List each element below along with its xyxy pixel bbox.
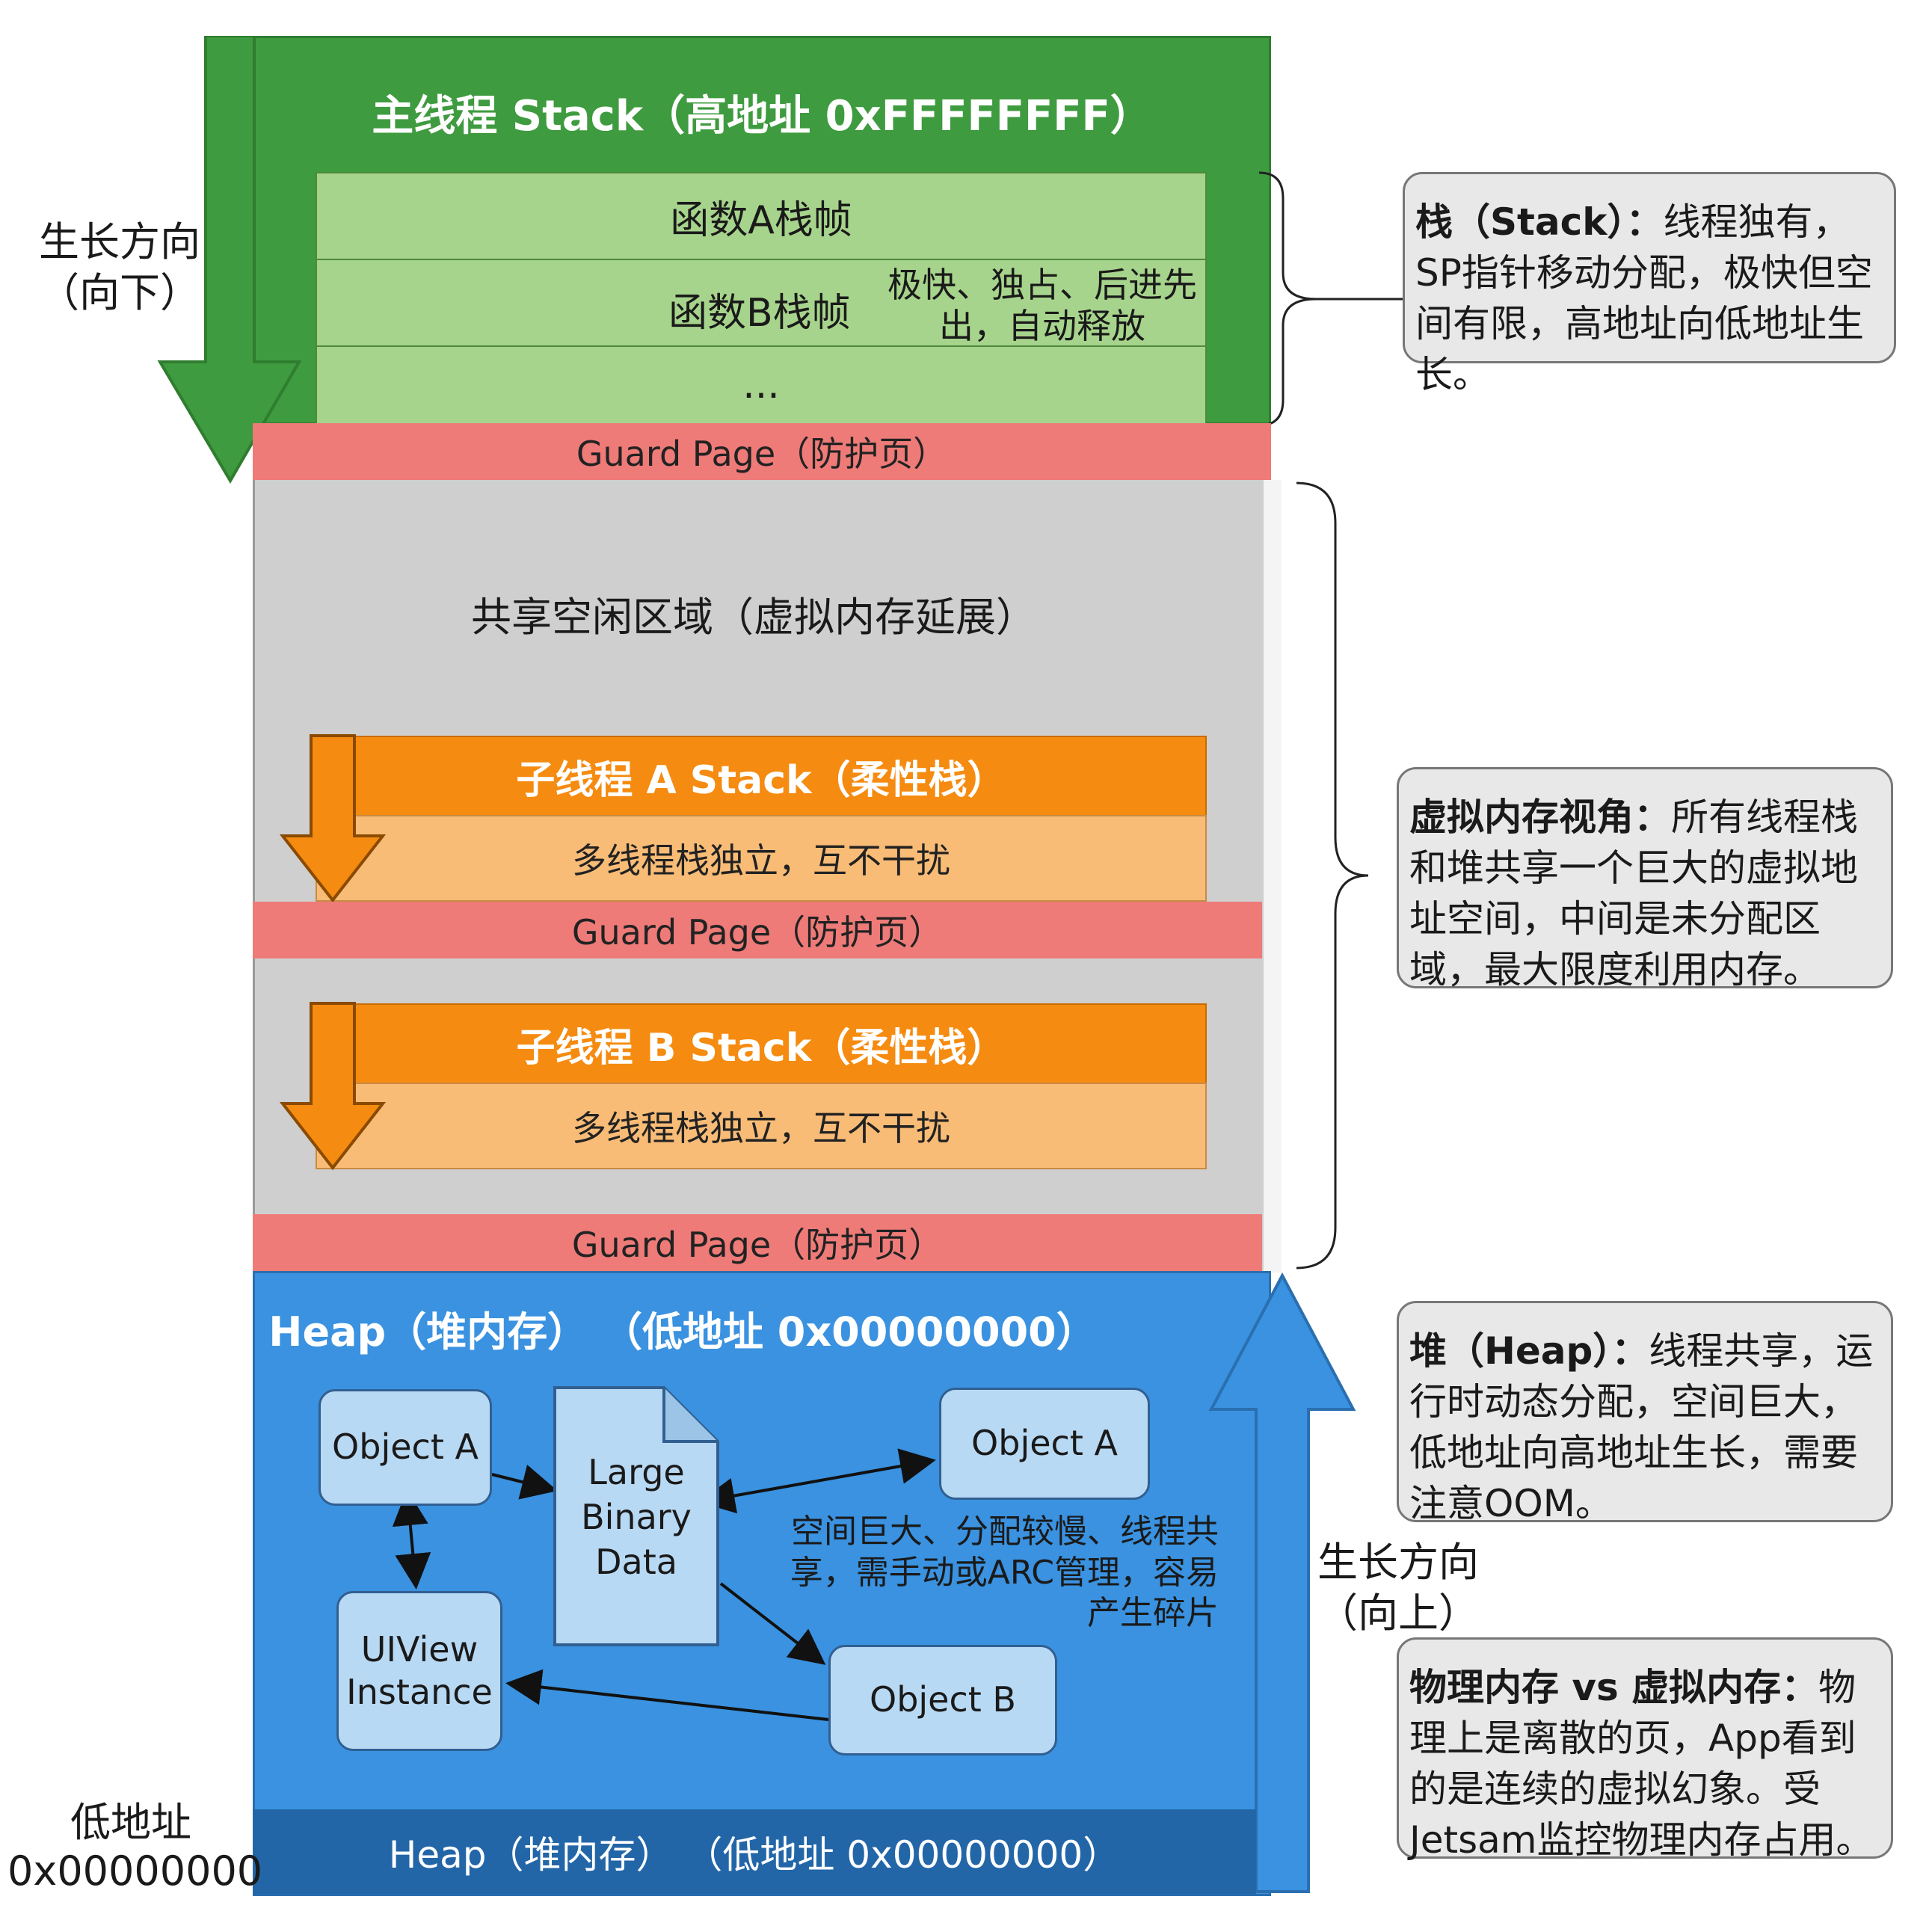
low-address-line2: 0x00000000 bbox=[7, 1847, 263, 1895]
main-stack-title: 主线程 Stack（高地址 0xFFFFFFFF） bbox=[372, 91, 1152, 141]
thread-a-stack-body-text: 多线程栈独立，互不干扰 bbox=[572, 840, 950, 881]
uiview-instance-label: UIView Instance bbox=[346, 1628, 493, 1713]
growth-up-line2: （向上） bbox=[1317, 1589, 1479, 1637]
stack-brace-icon bbox=[1258, 171, 1406, 427]
stack-frame-b-note: 极快、独占、后进先出，自动释放 bbox=[887, 265, 1197, 347]
virtual-memory-note: 虚拟内存视角：所有线程栈和堆共享一个巨大的虚拟地址空间，中间是未分配区域，最大限… bbox=[1397, 767, 1893, 991]
low-address-line1: 低地址 bbox=[70, 1799, 191, 1846]
arrow-objA-to-binary bbox=[491, 1465, 558, 1500]
object-a-right-label: Object A bbox=[971, 1423, 1118, 1464]
heap-bottom-band: Heap（堆内存） （低地址 0x00000000） bbox=[253, 1809, 1256, 1895]
heap-title: Heap（堆内存） （低地址 0x00000000） bbox=[268, 1308, 1097, 1356]
growth-up-label: 生长方向 （向上） bbox=[1301, 1537, 1495, 1638]
thread-a-stack-header: 子线程 A Stack（柔性栈） bbox=[316, 736, 1207, 816]
guard-page-main-label: Guard Page（防护页） bbox=[576, 434, 948, 474]
heap-arrows bbox=[392, 1448, 936, 1721]
thread-b-stack-title: 子线程 B Stack（柔性栈） bbox=[516, 1025, 1006, 1071]
thread-b-stack-body: 多线程栈独立，互不干扰 bbox=[316, 1083, 1207, 1169]
growth-down-line1: 生长方向 bbox=[39, 218, 200, 265]
growth-up-arrow-icon bbox=[1208, 1272, 1356, 1893]
stack-note: 栈（Stack）：线程独有，SP指针移动分配，极快但空间有限，高地址向低地址生长… bbox=[1403, 172, 1896, 396]
stack-frame-a: 函数A栈帧 bbox=[316, 172, 1207, 260]
object-a-right: Object A bbox=[939, 1388, 1150, 1500]
arrow-objA-uiview bbox=[392, 1489, 431, 1590]
growth-up-line1: 生长方向 bbox=[1317, 1539, 1479, 1586]
thread-a-stack-body: 多线程栈独立，互不干扰 bbox=[316, 815, 1207, 902]
object-a-left-label: Object A bbox=[332, 1427, 479, 1468]
object-a-left: Object A bbox=[319, 1389, 492, 1506]
growth-down-arrow-icon bbox=[157, 36, 302, 484]
object-b: Object B bbox=[828, 1645, 1057, 1755]
guard-page-thread-a-label: Guard Page（防护页） bbox=[571, 912, 944, 953]
virtual-memory-note-body: 所有线程栈和堆共享一个巨大的虚拟地址空间，中间是未分配区域，最大限度利用内存。 bbox=[1409, 796, 1858, 991]
low-address-label: 低地址 0x00000000 bbox=[7, 1799, 263, 1896]
heap-bottom-label: Heap（堆内存） （低地址 0x00000000） bbox=[388, 1833, 1121, 1877]
physical-memory-note: 物理内存 vs 虚拟内存：物理上是离散的页，App看到的是连续的虚拟幻象。受Je… bbox=[1397, 1637, 1893, 1862]
growth-down-line2: （向下） bbox=[39, 268, 200, 316]
thread-b-stack-header: 子线程 B Stack（柔性栈） bbox=[316, 1003, 1207, 1084]
physical-memory-note-title: 物理内存 vs 虚拟内存： bbox=[1409, 1666, 1819, 1709]
shared-region-label: 共享空闲区域（虚拟内存延展） bbox=[471, 593, 1036, 641]
large-binary-label: Large Binary Data bbox=[581, 1452, 692, 1582]
virtual-brace-icon bbox=[1296, 481, 1369, 1270]
thread-b-stack-body-text: 多线程栈独立，互不干扰 bbox=[572, 1108, 950, 1148]
heap-description: 空间巨大、分配较慢、线程共享，需手动或ARC管理，容易产生碎片 bbox=[790, 1513, 1219, 1633]
large-binary-document-icon bbox=[553, 1386, 719, 1646]
physical-memory-note-body: 物理上是离散的页，App看到的是连续的虚拟幻象。受Jetsam监控物理内存占用。 bbox=[1409, 1666, 1874, 1862]
heap-note-title: 堆（Heap）： bbox=[1409, 1329, 1649, 1373]
object-b-label: Object B bbox=[870, 1679, 1016, 1720]
stack-frame-more: ... bbox=[316, 345, 1207, 425]
uiview-instance: UIView Instance bbox=[336, 1591, 502, 1751]
guard-page-thread-b: Guard Page（防护页） bbox=[253, 1214, 1262, 1271]
thread-a-stack-title: 子线程 A Stack（柔性栈） bbox=[516, 757, 1006, 803]
stack-frame-b-label: 函数B栈帧 bbox=[668, 291, 851, 336]
guard-page-thread-a: Guard Page（防护页） bbox=[253, 902, 1262, 958]
stack-frame-b: 函数B栈帧 极快、独占、后进先出，自动释放 bbox=[316, 259, 1207, 347]
stack-frame-more-label: ... bbox=[742, 363, 780, 407]
arrow-objB-to-uiview bbox=[505, 1669, 829, 1721]
guard-page-thread-b-label: Guard Page（防护页） bbox=[571, 1225, 944, 1265]
thread-a-down-arrow-icon bbox=[279, 734, 387, 903]
arrow-binary-objA-right bbox=[698, 1448, 936, 1514]
stack-note-title: 栈（Stack）： bbox=[1415, 200, 1664, 244]
stack-frame-a-label: 函数A栈帧 bbox=[670, 197, 852, 243]
arrow-binary-to-objB bbox=[719, 1582, 826, 1665]
virtual-memory-note-title: 虚拟内存视角： bbox=[1409, 796, 1671, 839]
growth-down-label: 生长方向 （向下） bbox=[22, 217, 217, 318]
guard-page-main: Guard Page（防护页） bbox=[253, 423, 1271, 480]
heap-note: 堆（Heap）：线程共享，运行时动态分配，空间巨大，低地址向高地址生长，需要注意… bbox=[1397, 1301, 1893, 1525]
stack-note-body: 线程独有，SP指针移动分配，极快但空间有限，高地址向低地址生长。 bbox=[1415, 200, 1873, 396]
heap-note-body: 线程共享，运行时动态分配，空间巨大，低地址向高地址生长，需要注意OOM。 bbox=[1409, 1329, 1874, 1525]
shared-region-right-strip bbox=[1264, 480, 1282, 1273]
thread-b-down-arrow-icon bbox=[279, 1002, 387, 1171]
